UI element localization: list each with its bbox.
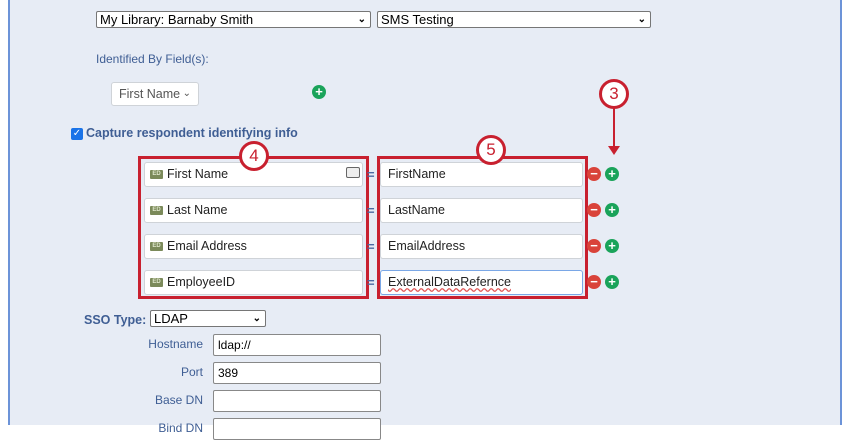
remove-row-button[interactable]: − xyxy=(587,167,601,181)
field-name: EmployeeID xyxy=(167,275,236,289)
add-row-button[interactable]: + xyxy=(605,275,619,289)
value-input[interactable]: FirstName xyxy=(380,162,583,187)
field-input[interactable]: ED Last Name xyxy=(144,198,363,223)
remove-row-button[interactable]: − xyxy=(587,239,601,253)
equals-sign: = xyxy=(367,203,375,218)
field-name: Last Name xyxy=(167,203,228,217)
value-text: EmailAddress xyxy=(388,239,466,253)
sso-field-label: Base DN xyxy=(154,393,203,407)
value-text: FirstName xyxy=(388,167,446,181)
chevron-down-icon: ⌄ xyxy=(182,88,191,99)
add-row-button[interactable]: + xyxy=(605,239,619,253)
survey-select-value: SMS Testing xyxy=(381,12,454,27)
embedded-data-icon: ED xyxy=(150,242,163,251)
value-text: ExternalDataRefernce xyxy=(388,275,511,289)
sso-type-value: LDAP xyxy=(154,311,188,326)
callout-4: 4 xyxy=(239,141,269,171)
equals-sign: = xyxy=(367,275,375,290)
sso-type-label: SSO Type: xyxy=(84,313,147,327)
identified-by-dropdown[interactable]: First Name⌄ xyxy=(111,82,199,106)
add-row-button[interactable]: + xyxy=(605,167,619,181)
sso-field-input[interactable] xyxy=(213,418,381,440)
value-text: LastName xyxy=(388,203,445,217)
sso-field-value: ldap:// xyxy=(218,338,251,352)
equals-sign: = xyxy=(367,167,375,182)
embedded-data-icon: ED xyxy=(150,170,163,179)
identified-by-label: Identified By Field(s): xyxy=(96,52,209,66)
library-select-value: My Library: Barnaby Smith xyxy=(100,12,254,27)
field-name: Email Address xyxy=(167,239,247,253)
field-input[interactable]: ED Email Address xyxy=(144,234,363,259)
contact-card-icon[interactable] xyxy=(346,167,360,178)
identified-by-value: First Name xyxy=(119,87,181,101)
arrow-down-icon xyxy=(608,146,620,155)
value-input[interactable]: LastName xyxy=(380,198,583,223)
remove-row-button[interactable]: − xyxy=(587,275,601,289)
sso-field-input[interactable] xyxy=(213,390,381,412)
callout-3: 3 xyxy=(599,79,629,109)
field-input[interactable]: ED First Name xyxy=(144,162,363,187)
sso-field-value: 389 xyxy=(218,366,239,380)
callout-arrow-line xyxy=(613,108,615,148)
library-select[interactable]: My Library: Barnaby Smith ⌄ xyxy=(96,11,371,28)
chevron-down-icon: ⌄ xyxy=(252,313,261,324)
remove-row-button[interactable]: − xyxy=(587,203,601,217)
survey-select[interactable]: SMS Testing ⌄ xyxy=(377,11,651,28)
embedded-data-icon: ED xyxy=(150,206,163,215)
add-row-button[interactable]: + xyxy=(605,203,619,217)
add-identifier-button[interactable]: + xyxy=(312,85,326,99)
sso-field-input[interactable]: ldap:// xyxy=(213,334,381,356)
field-name: First Name xyxy=(167,167,229,181)
capture-checkbox[interactable]: ✓ xyxy=(71,128,83,140)
field-input[interactable]: ED EmployeeID xyxy=(144,270,363,295)
value-input[interactable]: EmailAddress xyxy=(380,234,583,259)
sso-field-input[interactable]: 389 xyxy=(213,362,381,384)
chevron-down-icon: ⌄ xyxy=(357,14,366,25)
sso-field-label: Port xyxy=(180,365,203,379)
embedded-data-icon: ED xyxy=(150,278,163,287)
sso-type-select[interactable]: LDAP ⌄ xyxy=(150,310,266,327)
sso-field-label: Hostname xyxy=(148,337,203,351)
callout-5: 5 xyxy=(476,135,506,165)
chevron-down-icon: ⌄ xyxy=(637,14,646,25)
capture-label: Capture respondent identifying info xyxy=(86,126,298,140)
value-input[interactable]: ExternalDataRefernce xyxy=(380,270,583,295)
sso-field-label: Bind DN xyxy=(158,421,203,435)
equals-sign: = xyxy=(367,239,375,254)
